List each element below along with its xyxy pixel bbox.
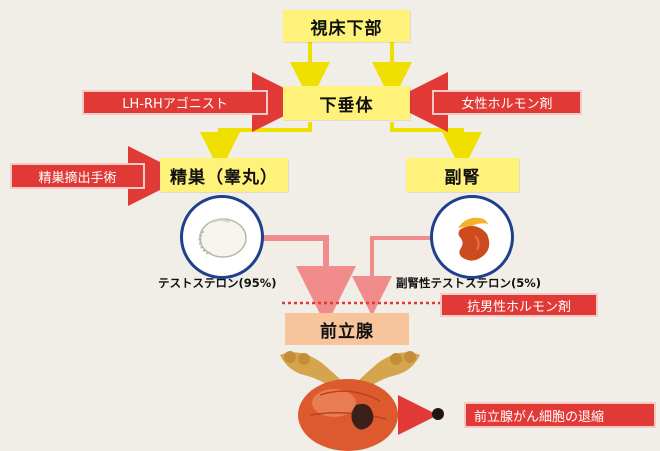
adrenal-circle: [430, 195, 514, 279]
arrow-testis-prostate: [262, 235, 356, 326]
antiandrogen-tag: 抗男性ホルモン剤: [440, 293, 598, 317]
arrow-adrenal-prostate: [352, 236, 430, 316]
arrow-pituitary-adrenal: [390, 122, 482, 172]
adrenal-testosterone-label: 副腎性テストステロン(5%): [396, 276, 542, 290]
testosterone-label: テストステロン(95%): [158, 276, 277, 290]
hypothalamus-label: 視床下部: [310, 18, 383, 39]
cancer-shrink-label: 前立腺がん細胞の退縮: [474, 409, 605, 425]
prostate-illustration: [280, 351, 420, 451]
arrow-pituitary-testis: [200, 122, 312, 172]
female-hormone-label: 女性ホルモン剤: [461, 97, 553, 112]
pituitary-label: 下垂体: [319, 95, 374, 116]
prostate-box: 前立腺: [285, 313, 409, 345]
adrenal-illustration: [458, 217, 490, 261]
pituitary-box: 下垂体: [283, 86, 410, 120]
testis-box: 精巣（睾丸）: [160, 158, 288, 192]
testis-circle: [180, 195, 264, 279]
cancer-shrink-tag: 前立腺がん細胞の退縮: [464, 402, 656, 428]
lhrh-agonist-tag: LH-RHアゴニスト: [82, 90, 268, 115]
prostate-label: 前立腺: [320, 321, 374, 342]
orchiectomy-tag: 精巣摘出手術: [10, 163, 145, 189]
cancer-cell-dot: [432, 408, 444, 420]
testis-label: 精巣（睾丸）: [170, 167, 278, 188]
female-hormone-tag: 女性ホルモン剤: [432, 90, 582, 115]
antiandrogen-label: 抗男性ホルモン剤: [466, 299, 571, 315]
orchiectomy-label: 精巣摘出手術: [38, 170, 117, 186]
adrenal-label: 副腎: [444, 167, 481, 188]
adrenal-box: 副腎: [406, 158, 519, 192]
testis-illustration: [198, 218, 247, 258]
lhrh-agonist-label: LH-RHアゴニスト: [122, 97, 228, 112]
hypothalamus-box: 視床下部: [283, 10, 410, 42]
